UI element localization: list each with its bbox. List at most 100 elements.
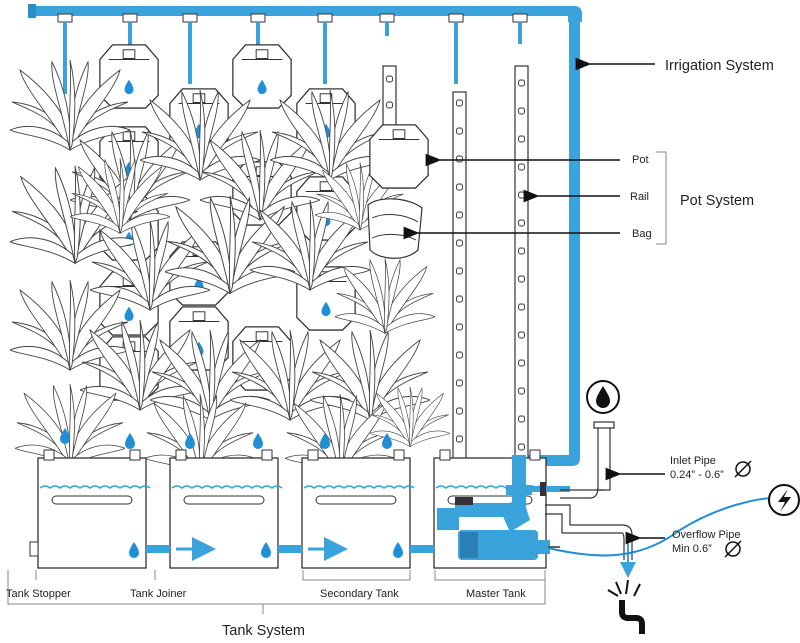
water-drop — [382, 433, 392, 449]
callout-arrows — [403, 57, 665, 545]
label-overflow-pipe: Overflow Pipe — [672, 529, 740, 541]
diameter-symbol-icon — [724, 540, 742, 558]
rail-hole — [518, 163, 525, 171]
rail-hole — [518, 107, 525, 115]
irrigation-elbow — [560, 6, 582, 22]
water-drop — [253, 433, 263, 449]
label-inlet-size: 0.24” - 0.6” — [670, 469, 724, 481]
label-overflow-size: Min 0.6” — [672, 543, 712, 555]
rail-hole — [456, 239, 463, 247]
tank-clip — [175, 449, 187, 461]
pot-system-empty — [367, 124, 429, 259]
tank-handle — [315, 495, 397, 505]
water-drop — [129, 542, 139, 558]
dripper-connector — [122, 13, 138, 23]
irrigation-top-pipe — [30, 6, 576, 16]
label-irrigation-system: Irrigation System — [665, 58, 774, 74]
rail-hole — [518, 191, 525, 199]
power-cable — [547, 497, 776, 557]
label-pot-system: Pot System — [680, 193, 754, 209]
label-master-tank: Master Tank — [466, 588, 526, 600]
rail-short — [382, 65, 397, 127]
water-drop — [393, 542, 403, 558]
tank-clip — [393, 449, 405, 461]
rail-hole — [518, 387, 525, 395]
dripper-connector — [250, 13, 266, 23]
rail-hole — [456, 435, 463, 443]
rail-hole — [456, 155, 463, 163]
bag — [367, 198, 423, 259]
pump-assembly — [437, 455, 570, 560]
label-pot: Pot — [632, 154, 649, 166]
tank-clip — [439, 449, 451, 461]
tank-clip — [261, 449, 273, 461]
pot — [232, 44, 292, 109]
lightning-bolt-icon — [768, 484, 800, 516]
water-drop — [320, 433, 330, 449]
rail-hole — [456, 99, 463, 107]
water-level — [171, 485, 283, 489]
drain-icon — [607, 579, 645, 634]
water-level — [39, 485, 151, 489]
water-drop — [125, 433, 135, 449]
rail-hole — [386, 75, 393, 83]
dripper-line — [188, 22, 192, 84]
pot-system-bracket — [656, 151, 667, 245]
rail-hole — [386, 101, 393, 109]
tank-handle — [183, 495, 265, 505]
dripper-line — [454, 22, 458, 84]
rail-hole — [518, 275, 525, 283]
rail-left — [452, 91, 467, 483]
label-rail: Rail — [630, 191, 649, 203]
label-bag: Bag — [632, 228, 652, 240]
dripper-connector — [182, 13, 198, 23]
water-drop — [60, 428, 70, 444]
label-inlet-pipe: Inlet Pipe — [670, 455, 716, 467]
rail-hole — [518, 443, 525, 451]
rail-hole — [518, 219, 525, 227]
rail-hole — [518, 247, 525, 255]
rail-hole — [518, 415, 525, 423]
tank — [37, 457, 147, 569]
dripper-connector — [379, 13, 395, 23]
water-drop — [261, 542, 271, 558]
rail-hole — [456, 183, 463, 191]
label-tank-stopper: Tank Stopper — [6, 588, 71, 600]
tank-clip — [307, 449, 319, 461]
water-drop — [185, 433, 195, 449]
dripper-connector — [57, 13, 73, 23]
water-drop — [124, 306, 134, 322]
water-drop — [257, 79, 267, 95]
tank-handle — [51, 495, 133, 505]
tank-clip — [129, 449, 141, 461]
label-tank-system: Tank System — [222, 623, 305, 639]
pot — [99, 44, 159, 109]
overflow-pipe — [545, 504, 636, 578]
rail-hole — [456, 295, 463, 303]
dripper-line — [385, 22, 389, 36]
rail-hole — [456, 127, 463, 135]
dripper-line — [63, 22, 67, 94]
dripper-line — [518, 22, 522, 44]
plant-wall — [10, 44, 450, 478]
rail-hole — [456, 211, 463, 219]
dripper-connector — [317, 13, 333, 23]
water-drop — [321, 301, 331, 317]
dripper-connector — [448, 13, 464, 23]
water-level — [303, 485, 415, 489]
tank-clip — [529, 449, 541, 461]
rail-hole — [456, 323, 463, 331]
rail-group — [382, 65, 529, 483]
tank-stopper — [29, 541, 39, 557]
rail-hole — [456, 351, 463, 359]
rail-hole — [456, 379, 463, 387]
water-drop-icon — [586, 380, 620, 414]
rail-hole — [518, 303, 525, 311]
tank-clip — [43, 449, 55, 461]
label-tank-joiner: Tank Joiner — [130, 588, 187, 600]
tank-brackets — [7, 570, 546, 614]
dripper-connector — [512, 13, 528, 23]
rail-hole — [518, 79, 525, 87]
rail-hole — [518, 135, 525, 143]
rail-hole — [518, 331, 525, 339]
